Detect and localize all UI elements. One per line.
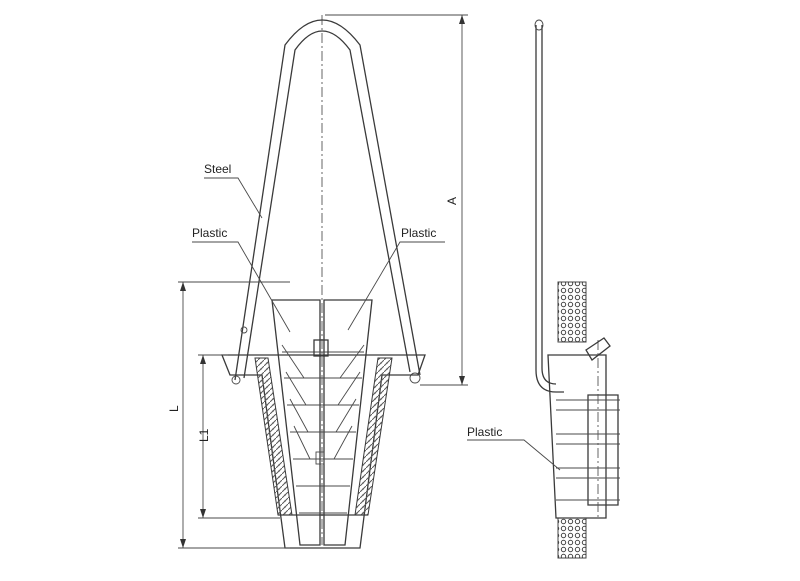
bail-end-right [409, 372, 421, 384]
plastic-label-left: Plastic [192, 226, 227, 240]
cable-top [557, 281, 587, 343]
wedge-ribs [281, 344, 365, 514]
center-pin [313, 339, 329, 357]
front-view [221, 15, 426, 549]
bail-joint-left [240, 326, 248, 334]
side-bail-rod-inner [541, 25, 557, 385]
dim-a-label: A [445, 197, 459, 205]
bail-end-left [231, 375, 241, 385]
plastic-label-right: Plastic [401, 226, 436, 240]
plastic-label-side: Plastic [467, 425, 502, 439]
side-leader [467, 439, 561, 471]
side-body [547, 354, 607, 519]
center-slot [315, 451, 325, 465]
side-bail-rod [535, 25, 564, 393]
side-bail-top [534, 19, 544, 31]
dim-l-label: L [167, 405, 181, 412]
side-view [534, 19, 620, 559]
dimension-a [325, 14, 468, 386]
dimension-l1 [198, 354, 280, 519]
leader-lines [192, 177, 445, 333]
steel-bail-outer [234, 19, 421, 381]
cone-body-outer [221, 354, 426, 549]
plastic-wedge-left [271, 299, 321, 546]
dimension-l [178, 281, 290, 549]
side-clip [585, 337, 611, 361]
steel-bail-inner [243, 30, 411, 379]
shell-hatch-left [254, 357, 293, 516]
dim-l1-label: L1 [197, 428, 211, 442]
steel-label: Steel [204, 162, 231, 176]
shell-hatch-right [354, 357, 393, 516]
side-plastic-block [587, 394, 619, 506]
side-ribs [556, 399, 620, 501]
cable-bottom [557, 517, 587, 559]
